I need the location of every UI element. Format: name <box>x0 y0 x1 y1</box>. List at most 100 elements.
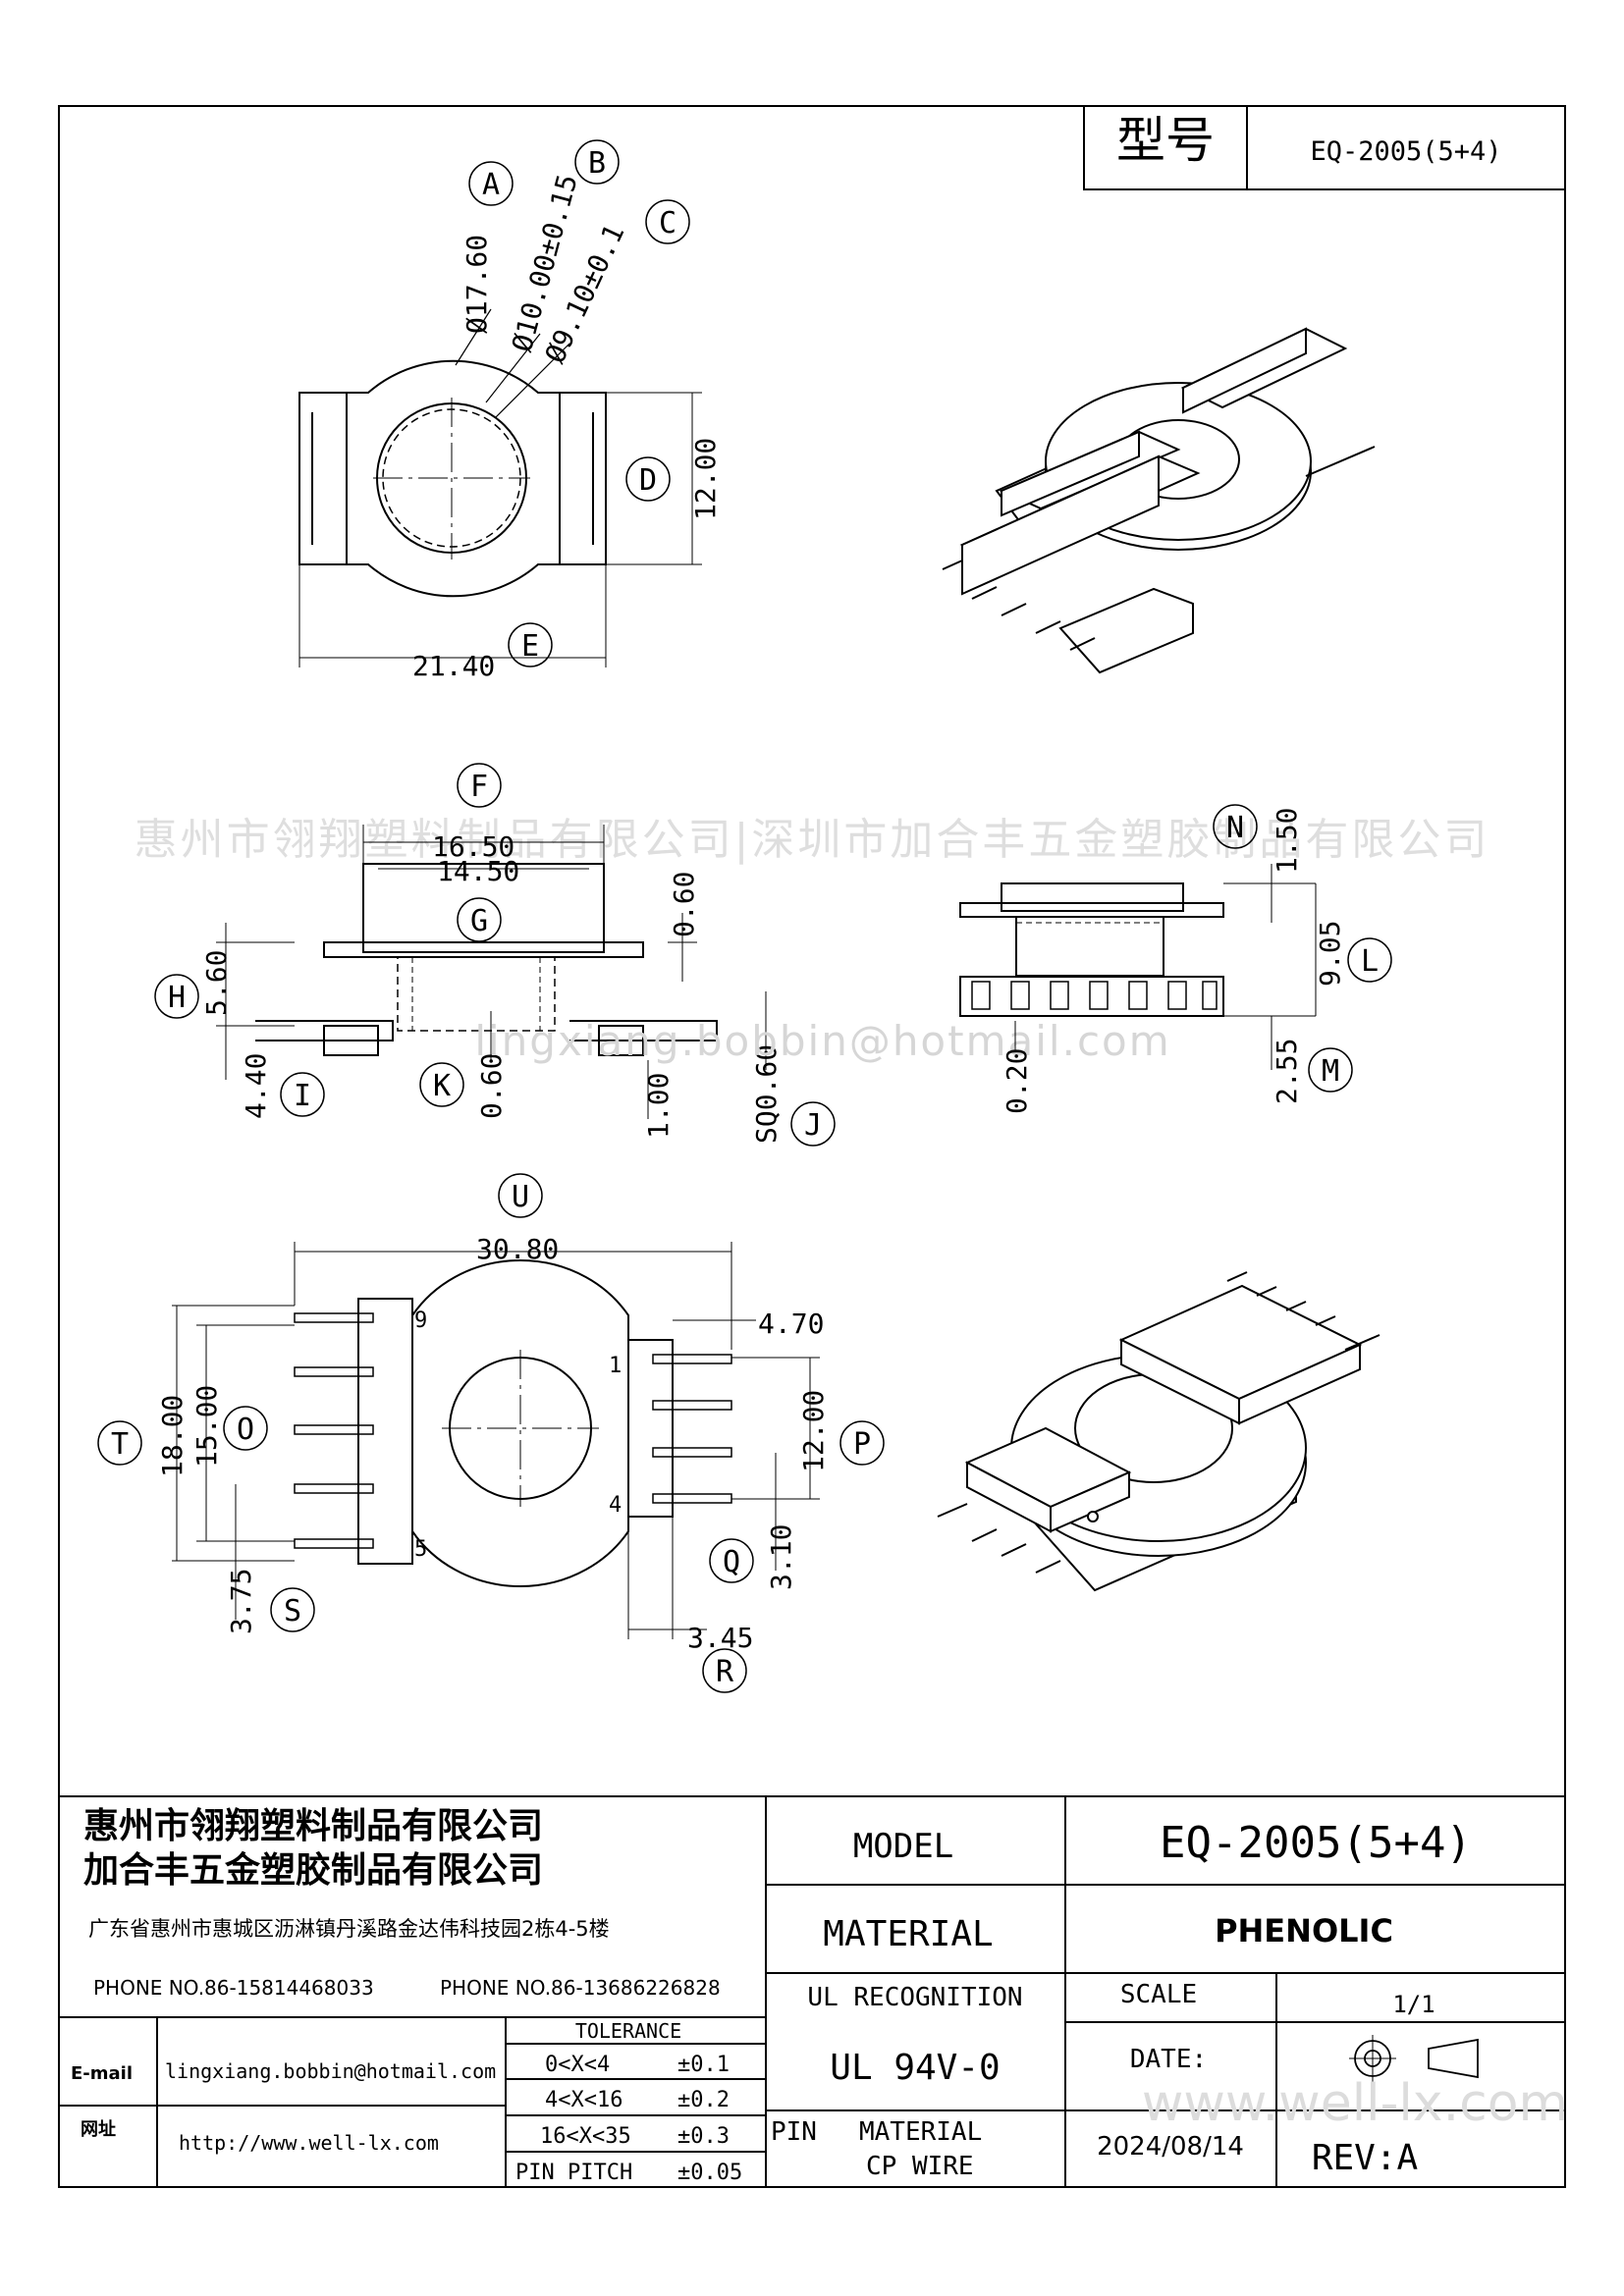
company-name-2: 加合丰五金塑胶制品有限公司 <box>83 1849 543 1891</box>
material-value: PHENOLIC <box>1215 1912 1393 1949</box>
revision: REV:A <box>1312 2138 1419 2178</box>
label-m: M <box>1322 1054 1339 1089</box>
dim-t: 18.00 <box>156 1395 189 1477</box>
dim-m: 2.55 <box>1271 1039 1303 1104</box>
side-view-dimensions: 16.50 14.50 0.60 5.60 4.40 0.60 1.00 SQ0… <box>200 830 783 1144</box>
company-name-1: 惠州市翎翔塑料制品有限公司 <box>83 1806 543 1846</box>
label-d: D <box>639 463 657 498</box>
title-block-text: 惠州市翎翔塑料制品有限公司 加合丰五金塑胶制品有限公司 广东省惠州市惠城区沥淋镇… <box>71 1806 1472 2185</box>
dim-p2: 4.70 <box>758 1308 824 1340</box>
dim-u: 30.80 <box>476 1233 559 1265</box>
end-view-labels <box>1213 804 1392 1093</box>
label-l: L <box>1361 944 1379 979</box>
web-value: http://www.well-lx.com <box>179 2131 439 2155</box>
tolerance-value-2: ±0.2 <box>677 2088 730 2112</box>
pin-material-value: CP WIRE <box>866 2152 974 2181</box>
dim-z: 0.20 <box>1001 1048 1033 1114</box>
end-view <box>959 864 1317 1070</box>
pin-number-4: 4 <box>609 1493 622 1518</box>
email-value: lingxiang.bobbin@hotmail.com <box>165 2059 496 2083</box>
bottom-view-labels <box>97 1173 885 1693</box>
dim-k: 0.60 <box>475 1053 508 1119</box>
header-model-label: 型号 <box>1116 112 1215 169</box>
company-address: 广东省惠州市惠城区沥淋镇丹溪路金达伟科技园2栋4-5楼 <box>88 1917 610 1941</box>
label-g: G <box>470 904 488 938</box>
dim-j: SQ0.60 <box>750 1044 783 1144</box>
dim-i: 4.40 <box>240 1053 272 1119</box>
top-view <box>298 308 702 667</box>
pin-material-label: MATERIAL <box>859 2117 982 2147</box>
dim-s: 3.75 <box>225 1569 257 1634</box>
dim-g: 14.50 <box>437 855 519 887</box>
label-k: K <box>433 1069 451 1103</box>
side-view <box>216 825 767 1119</box>
label-u: U <box>512 1180 529 1214</box>
tolerance-value-3: ±0.3 <box>677 2124 730 2149</box>
top-view-labels <box>468 139 690 667</box>
title-block <box>59 1795 1565 2187</box>
top-view-dimensions: Ø17.60 Ø10.00±0.15 Ø9.10±0.1 12.00 21.40 <box>412 171 722 682</box>
tolerance-value-4: ±0.05 <box>677 2161 742 2185</box>
end-view-dimensions: 1.50 9.05 2.55 0.20 <box>1001 808 1346 1114</box>
phone-2: PHONE NO.86-13686226828 <box>440 1976 721 2000</box>
scale-value: 1/1 <box>1392 1991 1435 2018</box>
label-b: B <box>588 146 606 181</box>
header-model-box: 型号 EQ-2005(5+4) <box>1083 105 1566 190</box>
dim-q: 3.10 <box>765 1524 797 1590</box>
date-value: 2024/08/14 <box>1097 2132 1244 2162</box>
dim-n: 1.50 <box>1271 808 1303 874</box>
tolerance-title: TOLERANCE <box>575 2019 681 2043</box>
label-n: N <box>1226 811 1244 845</box>
model-value: EQ-2005(5+4) <box>1160 1818 1472 1868</box>
pin-label: PIN <box>771 2117 817 2147</box>
pin-number-9: 9 <box>414 1308 427 1333</box>
pin-number-1: 1 <box>609 1354 622 1378</box>
tolerance-range-1: 0<X<4 <box>545 2053 610 2077</box>
label-f: F <box>470 770 488 804</box>
dim-h: 5.60 <box>200 950 233 1016</box>
dim-e: 21.40 <box>412 650 495 682</box>
scale-label: SCALE <box>1120 1980 1197 2009</box>
label-r: R <box>716 1655 734 1689</box>
drawing-frame <box>58 105 1566 2188</box>
label-a: A <box>482 168 500 202</box>
dim-o: 15.00 <box>190 1385 223 1468</box>
dim-f: 16.50 <box>432 830 514 863</box>
material-label: MATERIAL <box>823 1914 993 1954</box>
label-s: S <box>284 1594 301 1629</box>
label-e: E <box>521 629 539 664</box>
isometric-view-bottom <box>937 1271 1380 1592</box>
model-label: MODEL <box>853 1827 953 1866</box>
side-view-labels <box>154 763 836 1147</box>
bottom-view-pin-numbers: 9 5 1 4 <box>414 1308 622 1562</box>
dim-l: 9.05 <box>1314 921 1346 987</box>
dim-k2: 1.00 <box>642 1073 675 1139</box>
tolerance-range-4: PIN PITCH <box>515 2161 632 2185</box>
watermark-site: www.well-lx.com <box>1142 2074 1568 2133</box>
ul-label: UL RECOGNITION <box>807 1983 1022 2012</box>
bottom-view <box>172 1242 820 1639</box>
label-c: C <box>659 206 677 240</box>
label-t: T <box>111 1427 129 1462</box>
watermark-center: 惠州市翎翔塑料制品有限公司|深圳市加合丰五金塑胶制品有限公司 <box>135 815 1490 865</box>
label-q: Q <box>723 1545 740 1579</box>
tolerance-range-2: 4<X<16 <box>545 2088 623 2112</box>
dim-a: Ø17.60 <box>460 235 493 334</box>
bottom-view-dimensions: 30.80 4.70 18.00 15.00 12.00 3.10 3.45 3… <box>156 1233 830 1654</box>
label-i: I <box>294 1079 311 1113</box>
label-h: H <box>168 981 186 1015</box>
dim-g-top: 0.60 <box>668 872 700 937</box>
label-p: P <box>853 1427 871 1462</box>
pin-number-5: 5 <box>414 1537 427 1562</box>
tolerance-range-3: 16<X<35 <box>540 2124 631 2149</box>
email-label: E-mail <box>71 2063 133 2084</box>
label-j: J <box>804 1108 822 1143</box>
date-label: DATE: <box>1130 2045 1207 2074</box>
web-label: 网址 <box>81 2119 116 2140</box>
isometric-view-top <box>942 327 1376 674</box>
dim-r: 3.45 <box>687 1622 753 1654</box>
ul-value: UL 94V-0 <box>830 2048 1000 2088</box>
dim-p: 12.00 <box>797 1390 830 1472</box>
label-o: O <box>237 1413 254 1447</box>
